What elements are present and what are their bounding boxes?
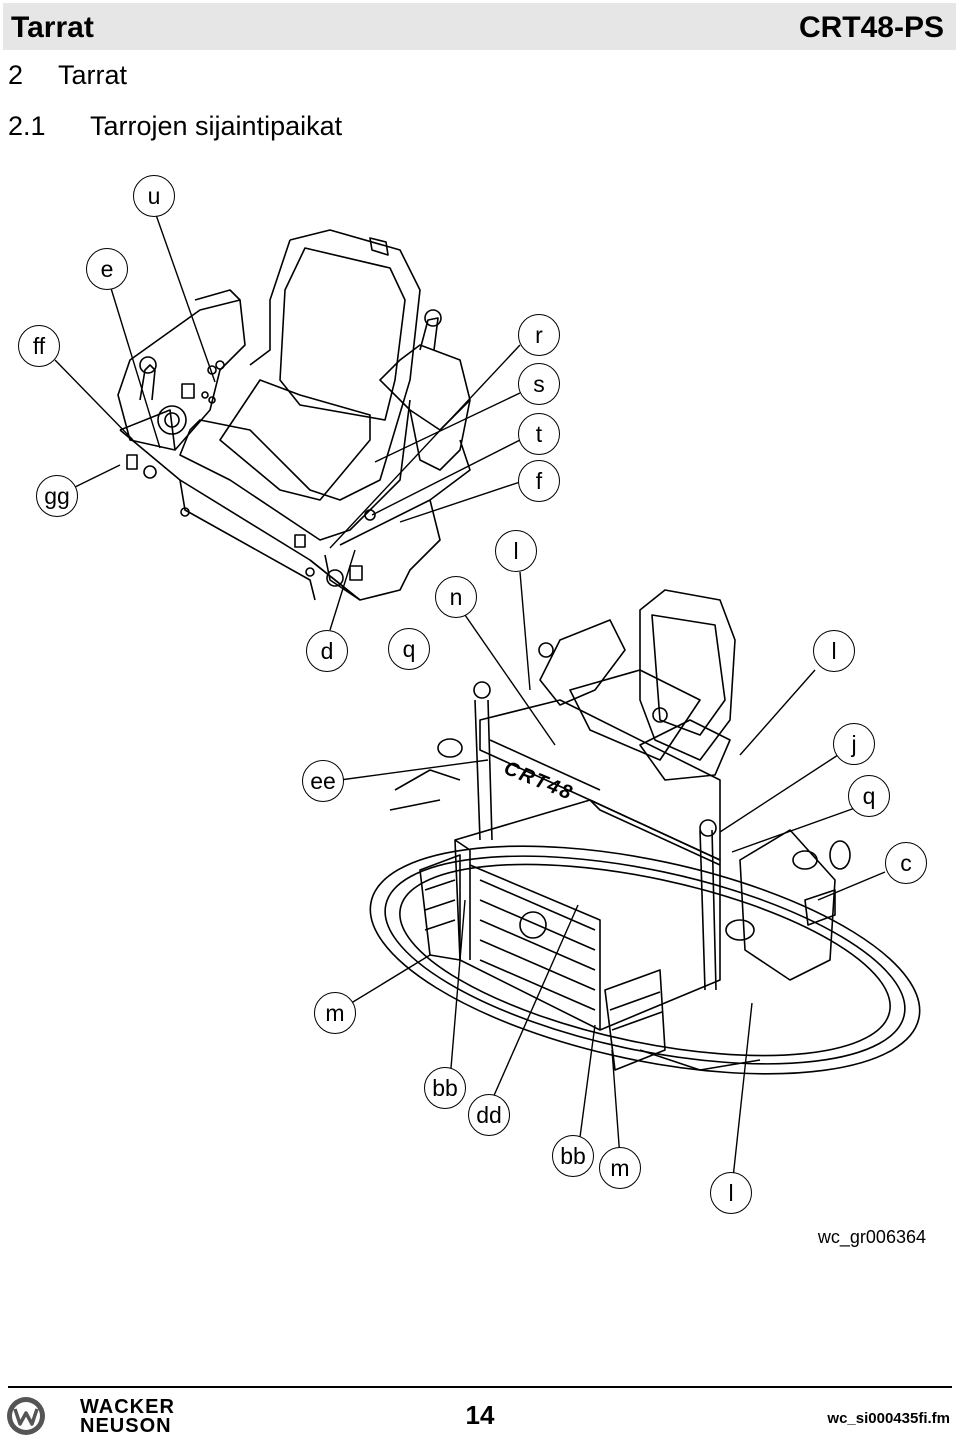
callout-dd: dd bbox=[468, 1094, 510, 1136]
seat-console-drawing bbox=[117, 229, 471, 601]
callout-e: e bbox=[86, 248, 128, 290]
callout-n: n bbox=[435, 576, 477, 618]
callout-ff: ff bbox=[18, 325, 60, 367]
callout-c: c bbox=[885, 842, 927, 884]
trowel-drawing bbox=[369, 589, 921, 1075]
figure-id: wc_gr006364 bbox=[817, 1227, 926, 1247]
callout-m-left: m bbox=[314, 992, 356, 1034]
callout-bb-left: bb bbox=[424, 1067, 466, 1109]
leader-lines bbox=[54, 211, 886, 1179]
wacker-neuson-logo-icon bbox=[7, 1397, 45, 1435]
brand-line-2: NEUSON bbox=[80, 1415, 172, 1437]
callout-q-upper: q bbox=[388, 628, 430, 670]
heading-1-number: 2 bbox=[8, 60, 24, 90]
callout-f: f bbox=[518, 460, 560, 502]
header-section-title: Tarrat bbox=[11, 11, 94, 44]
heading-2: 2.1 Tarrojen sijaintipaikat bbox=[8, 111, 342, 142]
heading-1: 2 Tarrat bbox=[8, 60, 127, 91]
heading-2-title: Tarrojen sijaintipaikat bbox=[90, 111, 343, 141]
brand-line-1: WACKER bbox=[80, 1396, 175, 1418]
source-file-name: wc_si000435fi.fm bbox=[827, 1410, 950, 1427]
callout-t: t bbox=[518, 413, 560, 455]
brand-logo-text: WACKER NEUSON bbox=[80, 1396, 175, 1437]
page-header: Tarrat CRT48-PS bbox=[3, 3, 956, 50]
label-location-figure: CRT48 u e ff gg r s t f d q n l l j q c … bbox=[0, 150, 960, 1250]
footer-divider bbox=[8, 1386, 952, 1388]
callout-d: d bbox=[306, 630, 348, 672]
heading-2-number: 2.1 bbox=[8, 111, 46, 141]
header-model: CRT48-PS bbox=[798, 11, 944, 44]
callout-u: u bbox=[133, 175, 175, 217]
callout-s: s bbox=[518, 363, 560, 405]
callout-l-upper: l bbox=[495, 530, 537, 572]
callout-r: r bbox=[518, 314, 560, 356]
callout-gg: gg bbox=[36, 475, 78, 517]
callout-l-right: l bbox=[813, 630, 855, 672]
callout-bb-right: bb bbox=[552, 1135, 594, 1177]
page-number: 14 bbox=[465, 1400, 495, 1430]
machine-drawing bbox=[54, 211, 921, 1179]
callout-q-right: q bbox=[848, 775, 890, 817]
callout-j: j bbox=[833, 723, 875, 765]
callout-m-right: m bbox=[599, 1147, 641, 1189]
callout-l-bottom: l bbox=[710, 1172, 752, 1214]
callout-ee: ee bbox=[302, 760, 344, 802]
heading-1-title: Tarrat bbox=[58, 60, 128, 90]
